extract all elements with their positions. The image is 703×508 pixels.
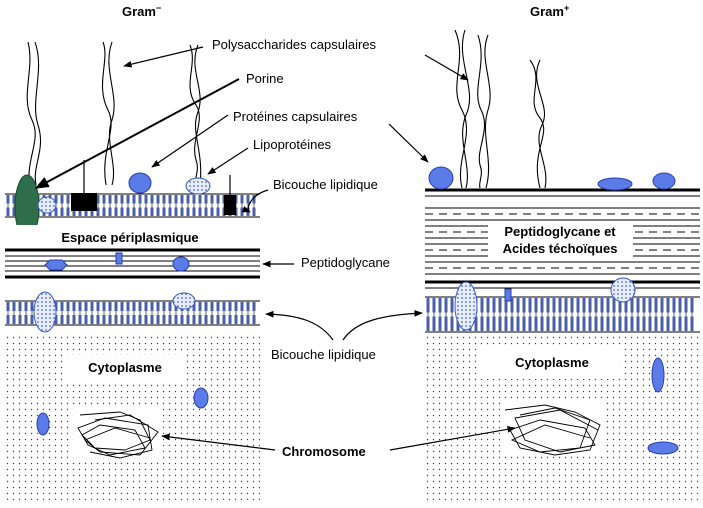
blue-oval-pepti (172, 256, 190, 272)
cytoplasme-box-left (65, 355, 185, 381)
label-proteines: Protéines capsulaires (233, 109, 358, 124)
pointer-arrows (34, 46, 516, 451)
label-peptidoglycane: Peptidoglycane (301, 255, 390, 270)
small-rect-protein (115, 252, 123, 265)
lipoprotein-block-small (224, 195, 236, 215)
title-gram-neg: Gram− (122, 3, 161, 19)
dotted-protein-left (185, 177, 211, 195)
blue-protein-right-3 (652, 172, 676, 190)
cytoplasme-box-right (480, 345, 620, 379)
label-porine: Porine (246, 71, 284, 86)
blue-protein-left (128, 172, 152, 194)
peptidoglycan-left (5, 248, 260, 279)
espace-box (5, 225, 260, 247)
label-lipoproteines: Lipoprotéines (253, 137, 332, 152)
pepti-label-2: Acides téchoïques (503, 241, 618, 256)
peptidoglycan-right (425, 207, 700, 289)
blue-protein-right-1 (428, 166, 454, 190)
label-bicouche-bottom: Bicouche lipidique (271, 347, 376, 362)
pepti-box (488, 222, 633, 260)
pepti-label-1: Peptidoglycane et (504, 224, 616, 239)
dotted-protein-small (37, 196, 57, 214)
cytoplasme-label-right: Cytoplasme (515, 355, 589, 370)
label-polysaccharides: Polysaccharides capsulaires (212, 37, 377, 52)
lipoprotein-block (71, 193, 97, 211)
dotted-oval-inner-left (33, 291, 57, 333)
blue-cyto-oval-1 (193, 387, 209, 409)
dotted-oval-inner-right (454, 281, 478, 331)
capsular-strands-right (454, 29, 547, 189)
dotted-cap-left (172, 292, 196, 310)
dotted-cap-right (610, 277, 636, 303)
blue-cyto-oval-right-1 (651, 357, 665, 393)
small-rect-protein-right (504, 288, 512, 302)
blue-protein-right-2 (597, 177, 633, 191)
label-bicouche-top: Bicouche lipidique (273, 177, 378, 192)
chromosome-right-icon (504, 404, 601, 456)
title-gram-pos: Gram+ (530, 3, 569, 19)
cytoplasme-label-left: Cytoplasme (88, 360, 162, 375)
hexagon-protein (44, 259, 68, 271)
chromosome-left-icon (77, 411, 159, 459)
label-chromosome: Chromosome (282, 444, 366, 459)
espace-label: Espace périplasmique (61, 230, 198, 245)
capsular-strands-left (26, 41, 202, 186)
blue-cyto-oval-right-2 (647, 441, 679, 455)
blue-cyto-oval-2 (36, 412, 50, 436)
